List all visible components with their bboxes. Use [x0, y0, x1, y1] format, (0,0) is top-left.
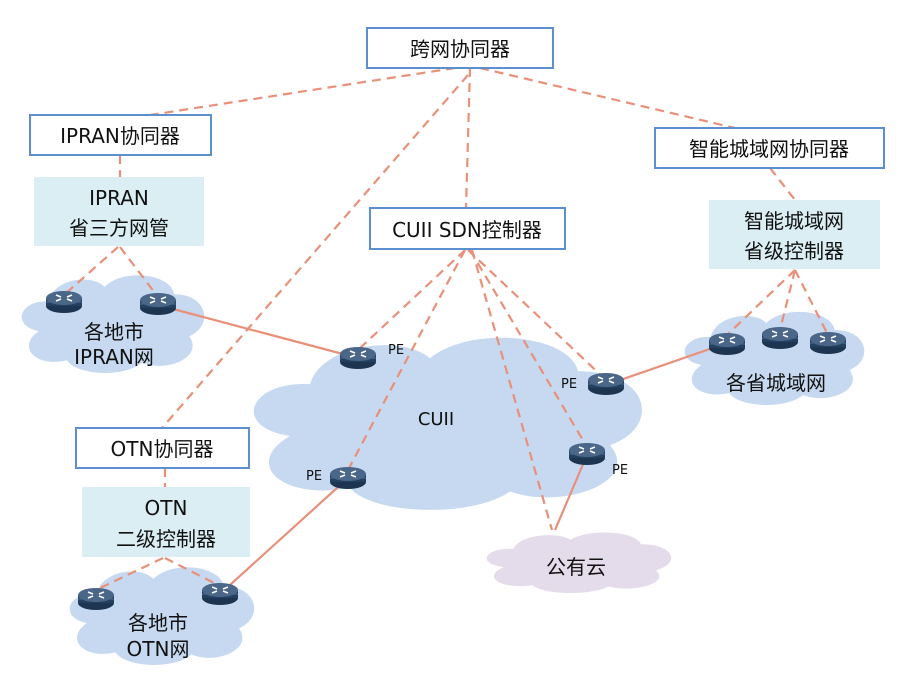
pe-label: PE	[306, 469, 322, 484]
cuii-controller-box[interactable]	[369, 207, 566, 250]
pe-label: PE	[612, 463, 628, 478]
pe-label: PE	[561, 377, 577, 392]
cross-coordinator-box[interactable]	[366, 27, 554, 69]
ipran-cloud-label-1: 各地市	[84, 320, 144, 344]
otn-controller-box[interactable]	[82, 487, 250, 557]
ipran-nms-label-1: IPRAN	[89, 186, 149, 210]
router-icon[interactable]	[339, 346, 377, 370]
metro-controller-label-2: 省级控制器	[744, 239, 844, 263]
router-icon[interactable]	[568, 442, 606, 466]
router-icon[interactable]	[809, 331, 847, 355]
metro-controller-label-1: 智能城域网	[744, 209, 844, 233]
ipran-coordinator-label: IPRAN协同器	[60, 124, 180, 148]
cuii-controller-label: CUII SDN控制器	[392, 218, 542, 242]
cuii-cloud-label: CUII	[418, 409, 454, 430]
pe-label: PE	[388, 343, 404, 358]
router-icon[interactable]	[761, 326, 799, 350]
metro-coordinator-label: 智能城域网协同器	[689, 137, 849, 161]
router-icon[interactable]	[587, 372, 625, 396]
coordinator-boxes	[29, 27, 885, 557]
router-icon[interactable]	[201, 582, 239, 606]
router-icon[interactable]	[329, 466, 367, 490]
router-icon[interactable]	[139, 292, 177, 316]
management-links	[63, 66, 829, 591]
router-icon[interactable]	[45, 290, 83, 314]
ipran-cloud-label-2: IPRAN网	[74, 345, 154, 369]
ipran-nms-box[interactable]	[34, 177, 204, 246]
metro-coordinator-box[interactable]	[654, 127, 885, 169]
data-links	[157, 303, 728, 595]
otn-controller-label-2: 二级控制器	[116, 527, 216, 551]
metro-cloud-label: 各省城域网	[726, 371, 826, 395]
ipran-nms-label-2: 省三方网管	[69, 216, 169, 240]
metro-controller-box[interactable]	[709, 200, 880, 269]
otn-controller-label-1: OTN	[145, 496, 188, 520]
ipran-coordinator-box[interactable]	[29, 114, 212, 156]
otn-coordinator-box[interactable]	[75, 427, 250, 469]
public-cloud-label: 公有云	[546, 555, 606, 579]
router-icon[interactable]	[708, 332, 746, 356]
otn-cloud-label-1: 各地市	[128, 611, 188, 635]
otn-cloud-label-2: OTN网	[127, 637, 190, 661]
cross-coordinator-label: 跨网协同器	[410, 37, 510, 61]
otn-coordinator-label: OTN协同器	[111, 437, 214, 461]
router-icon[interactable]	[77, 587, 115, 611]
